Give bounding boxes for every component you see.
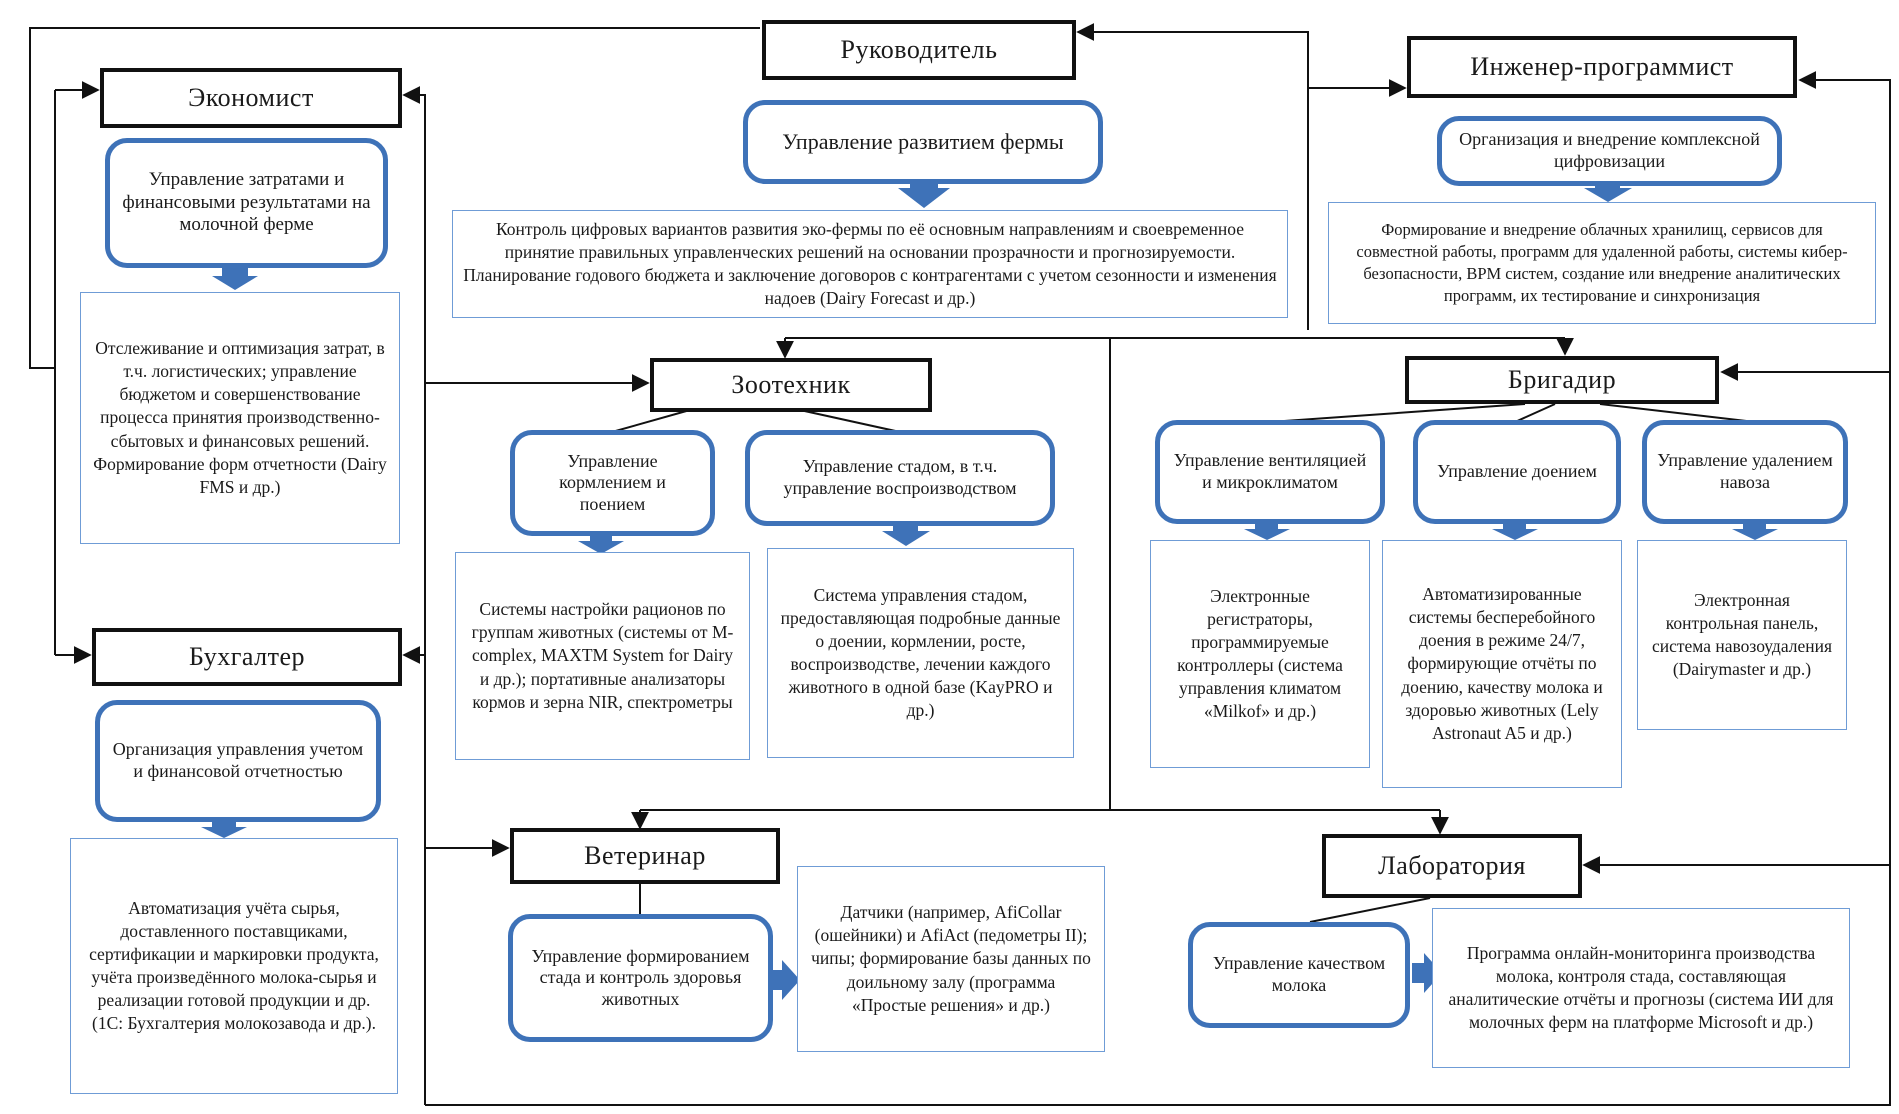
- function-ventilation: Управление вентиляцией и микроклиматом: [1155, 420, 1385, 524]
- description-ventilation: Электронные регистраторы, программируемы…: [1150, 540, 1370, 768]
- role-foreman: Бригадир: [1405, 356, 1719, 404]
- function-milking: Управление доением: [1413, 420, 1621, 524]
- arrow-back-to-economist: [402, 86, 426, 1105]
- role-head: Руководитель: [762, 20, 1076, 80]
- description-herd: Система управления стадом, предоставляющ…: [767, 548, 1074, 758]
- description-milking: Автоматизированные системы бесперебойног…: [1382, 540, 1622, 788]
- function-feeding: Управление кормлением и поением: [510, 430, 715, 536]
- description-economist: Отслеживание и оптимизация затрат, в т.ч…: [80, 292, 400, 544]
- description-feeding: Системы настройки рационов по группам жи…: [455, 552, 750, 760]
- description-vet: Датчики (например, AfiCollar (ошейники) …: [797, 866, 1105, 1052]
- down-arrow-icon: [201, 822, 247, 838]
- description-accountant: Автоматизация учёта сырья, доставленного…: [70, 838, 398, 1094]
- function-lab: Управление качеством молока: [1188, 922, 1410, 1028]
- down-arrow-icon: [578, 536, 624, 554]
- down-arrow-icon: [898, 180, 950, 208]
- right-arrow-icon: [1412, 953, 1442, 993]
- down-arrow-icon: [1732, 524, 1778, 540]
- down-arrow-icon: [882, 526, 930, 546]
- down-arrow-icon: [1584, 182, 1632, 202]
- role-zootech: Зоотехник: [650, 358, 932, 412]
- description-lab: Программа онлайн-мониторинга производств…: [1432, 908, 1850, 1068]
- down-arrow-icon: [212, 268, 258, 290]
- role-accountant: Бухгалтер: [92, 628, 402, 686]
- function-accountant: Организация управления учетом и финансов…: [95, 700, 381, 822]
- description-manure: Электронная контрольная панель, система …: [1637, 540, 1847, 730]
- arrow-back-to-head: [1076, 23, 1309, 330]
- description-head: Контроль цифровых вариантов развития эко…: [452, 210, 1288, 318]
- function-head: Управление развитием фермы: [743, 100, 1103, 184]
- function-engineer: Организация и внедрение комплексной цифр…: [1437, 116, 1782, 186]
- down-arrow-icon: [1244, 524, 1290, 540]
- arrow-to-engineer: [425, 71, 1891, 1106]
- down-arrows: [201, 180, 1778, 1000]
- function-herd: Управление стадом, в т.ч. управление вос…: [745, 430, 1055, 526]
- function-vet: Управление формированием стада и контрол…: [508, 914, 773, 1042]
- role-engineer: Инженер-программист: [1407, 36, 1797, 98]
- role-economist: Экономист: [100, 68, 402, 128]
- right-arrow-icon: [770, 960, 800, 1000]
- function-economist: Управление затратами и финансовыми резул…: [105, 138, 388, 268]
- description-engineer: Формирование и внедрение облачных хранил…: [1328, 202, 1876, 324]
- down-arrow-icon: [1492, 524, 1538, 540]
- head-to-left-line: [29, 27, 760, 369]
- role-lab: Лаборатория: [1322, 834, 1582, 898]
- function-manure: Управление удалением навоза: [1642, 420, 1848, 524]
- role-vet: Ветеринар: [510, 828, 780, 884]
